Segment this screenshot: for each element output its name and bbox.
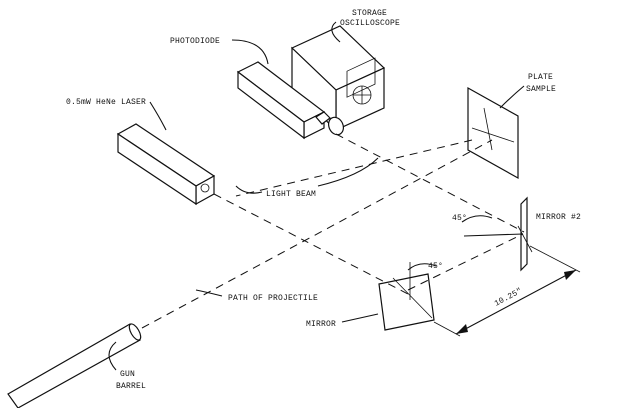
- mirror-2: [517, 196, 533, 272]
- label-barrel: BARREL: [116, 382, 146, 391]
- label-mirror-2: MIRROR #2: [536, 213, 581, 222]
- mirror-1: [378, 262, 435, 331]
- label-path: PATH OF PROJECTILE: [228, 294, 318, 303]
- labels: STORAGE OSCILLOSCOPE PHOTODIODE PLATE SA…: [66, 9, 581, 391]
- plate-sample: [467, 86, 519, 180]
- gun-barrel: [7, 323, 142, 408]
- label-mirror: MIRROR: [306, 320, 336, 329]
- label-photodiode: PHOTODIODE: [170, 37, 220, 46]
- label-laser: 0.5mW HeNe LASER: [66, 98, 146, 107]
- label-plate: PLATE: [528, 73, 553, 82]
- label-angle-upper: 45°: [452, 214, 467, 223]
- label-distance: 10.25": [493, 287, 524, 309]
- label-angle-lower: 45°: [428, 262, 443, 271]
- label-oscilloscope: OSCILLOSCOPE: [340, 19, 400, 28]
- photodiode: [236, 61, 344, 140]
- oscilloscope: [290, 25, 386, 132]
- label-sample: SAMPLE: [526, 85, 556, 94]
- label-storage: STORAGE: [352, 9, 387, 18]
- distance-dimension: [433, 245, 581, 337]
- label-gun: GUN: [120, 370, 135, 379]
- beam-paths: [141, 133, 525, 329]
- leader-lines: [108, 21, 525, 371]
- label-light-beam: LIGHT BEAM: [266, 190, 316, 199]
- laser: [116, 123, 216, 206]
- angle-marks: [407, 215, 524, 271]
